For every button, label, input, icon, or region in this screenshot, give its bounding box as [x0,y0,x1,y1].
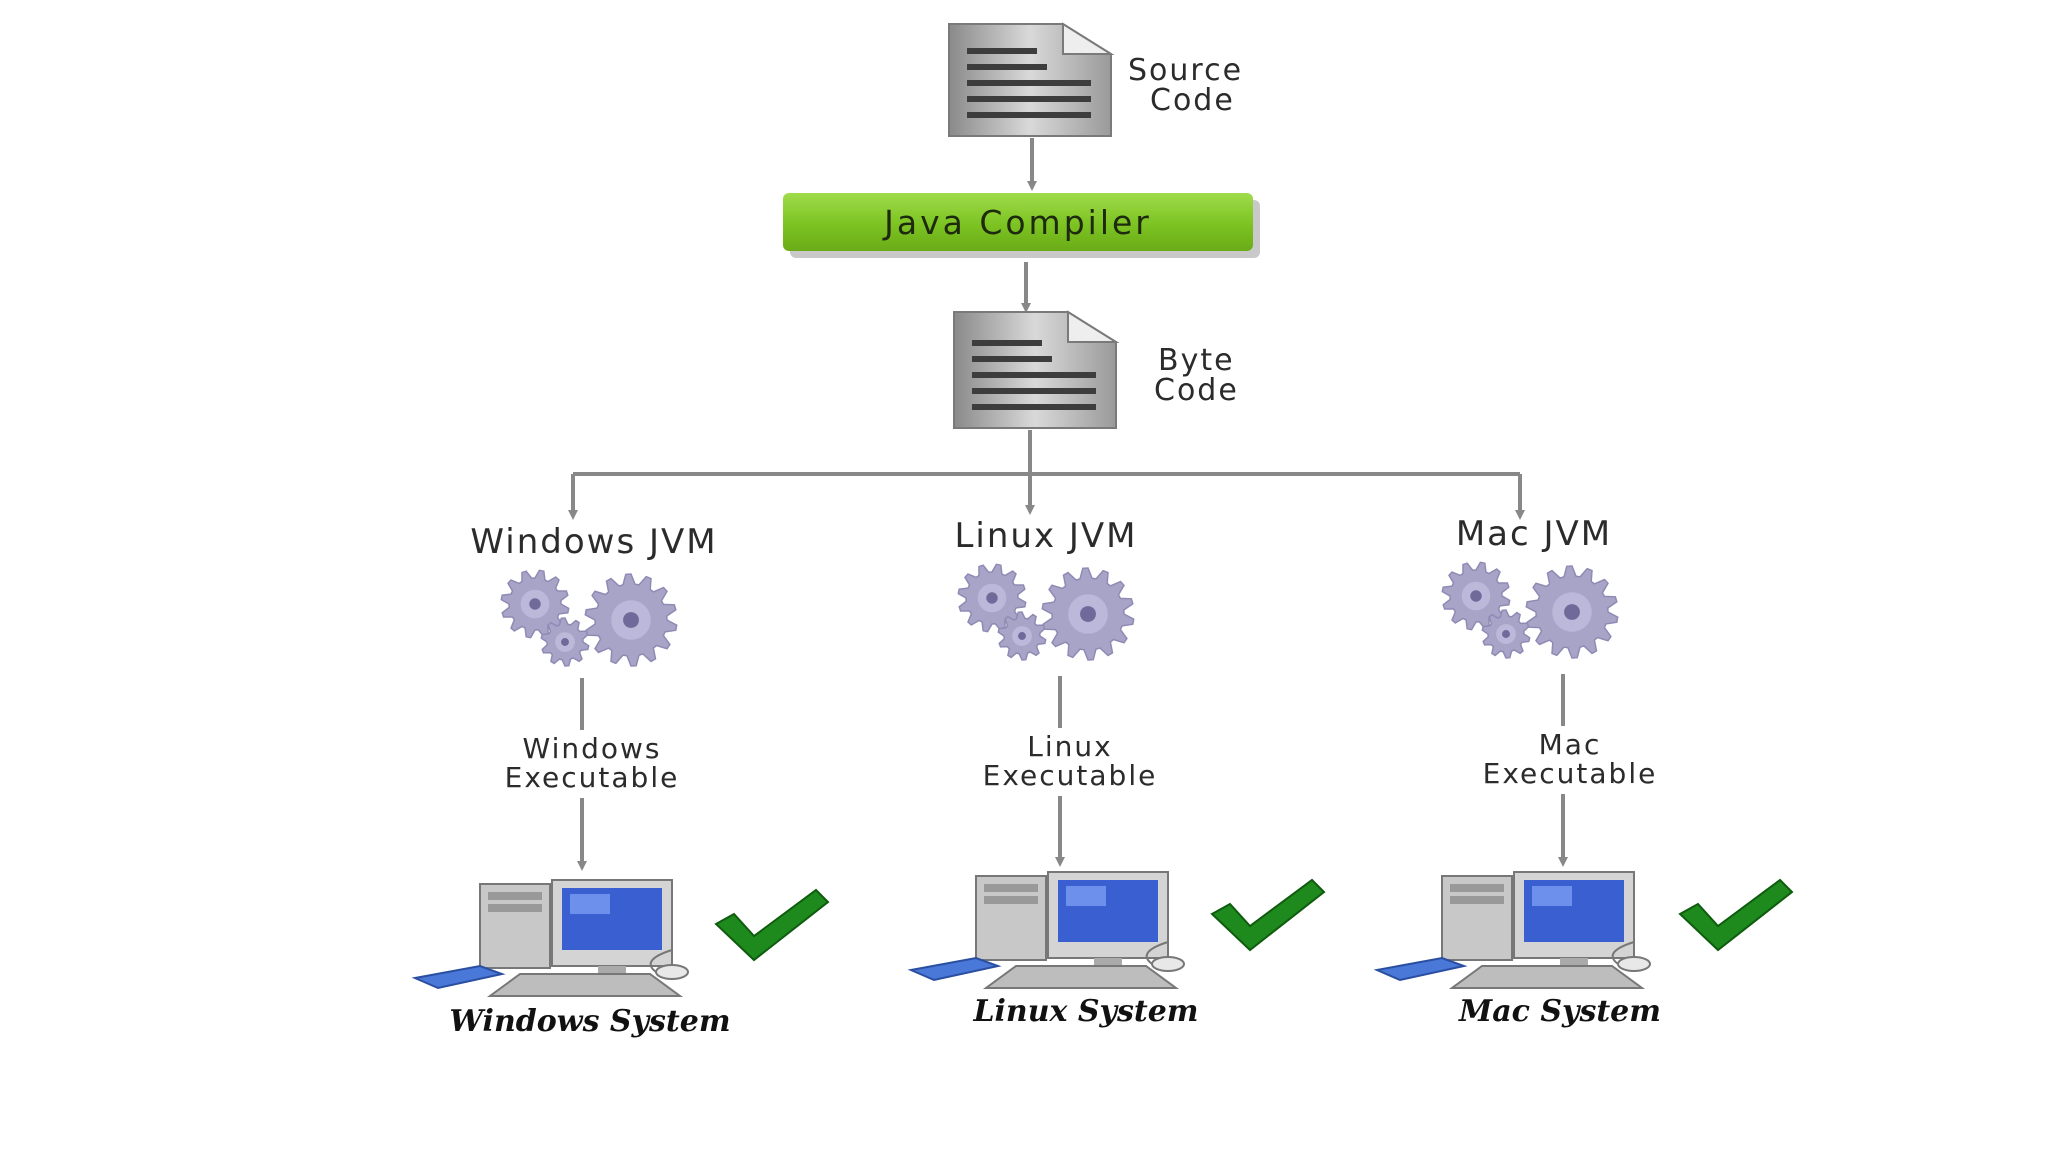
linux-executable-line1: Linux [1027,730,1113,763]
linux-computer-icon [907,871,1185,989]
mouse [1151,956,1185,972]
byte-code-label-line2: Code [1154,373,1239,408]
mac-check-icon [1678,878,1794,952]
linux-system-label: Linux System [973,994,1199,1029]
source-code-label-line1: Source [1128,53,1244,88]
source-code-label-line2: Code [1150,83,1235,118]
windows-check-icon [714,888,830,962]
source-code-document-icon [948,22,1115,137]
mac-executable-label: Mac Executable [1420,730,1720,788]
windows-computer-icon [411,879,689,997]
mouse [1617,956,1651,972]
windows-system-label: Windows System [449,1004,731,1039]
mac-jvm-label: Mac JVM [1455,514,1613,554]
keyboard [486,973,684,997]
java-compiler-box: Java Compiler [783,193,1253,251]
windows-executable-line2: Executable [504,761,680,794]
byte-code-label-line1: Byte [1158,343,1235,378]
mac-executable-line1: Mac [1538,728,1602,761]
check-mark [1210,878,1326,952]
keyboard [1448,965,1646,989]
linux-executable-line2: Executable [982,759,1158,792]
source-code-label: Source Code [1128,56,1243,116]
mac-executable-line2: Executable [1482,757,1658,790]
check-mark [714,888,830,962]
check-mark [1678,878,1794,952]
linux-executable-label: Linux Executable [920,732,1220,790]
windows-executable-line1: Windows [522,732,662,765]
windows-executable-label: Windows Executable [442,734,742,792]
mac-system-label: Mac System [1458,994,1662,1029]
mac-computer-icon [1373,871,1651,989]
linux-jvm-label: Linux JVM [954,516,1138,556]
mouse [655,964,689,980]
windows-jvm-label: Windows JVM [470,522,718,562]
byte-code-label: Byte Code [1154,346,1239,406]
byte-code-document-icon [953,310,1120,429]
keyboard [982,965,1180,989]
linux-check-icon [1210,878,1326,952]
mac-jvm-gears-icon [1441,561,1619,659]
windows-jvm-gears-icon [500,569,678,667]
linux-jvm-gears-icon [957,563,1135,661]
